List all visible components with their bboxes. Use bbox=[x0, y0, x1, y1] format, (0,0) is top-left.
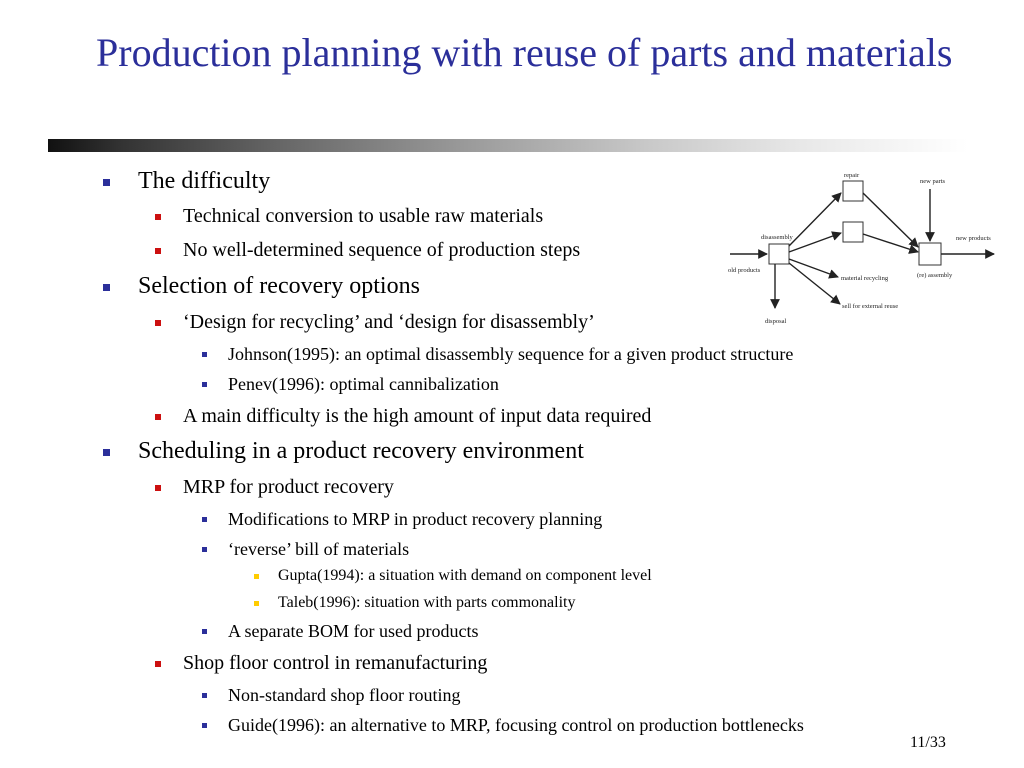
new-products-label: new products bbox=[956, 235, 991, 242]
reassembly-label: (re) assembly bbox=[917, 272, 953, 279]
list-item: Technical conversion to usable raw mater… bbox=[155, 205, 544, 228]
square-bullet-icon bbox=[202, 693, 207, 698]
list-item-text: Johnson(1995): an optimal disassembly se… bbox=[228, 344, 794, 364]
list-item-text: ‘reverse’ bill of materials bbox=[228, 539, 410, 559]
new-parts-label: new parts bbox=[920, 178, 946, 185]
list-item-text: ‘Design for recycling’ and ‘design for d… bbox=[183, 311, 595, 333]
square-bullet-icon bbox=[103, 179, 110, 186]
square-bullet-icon bbox=[202, 352, 207, 357]
square-bullet-icon bbox=[202, 517, 207, 522]
disposal-label: disposal bbox=[765, 318, 787, 325]
recycling-to-assembly-arrow bbox=[862, 233, 919, 254]
old-products-label: old products bbox=[728, 267, 761, 274]
square-bullet-icon bbox=[155, 214, 161, 220]
square-bullet-icon bbox=[155, 661, 161, 667]
square-bullet-icon bbox=[103, 284, 110, 291]
title-divider bbox=[48, 139, 968, 152]
list-item: Guide(1996): an alternative to MRP, focu… bbox=[202, 715, 804, 736]
list-item: Penev(1996): optimal cannibalization bbox=[202, 374, 499, 395]
disassembly-box bbox=[768, 243, 790, 265]
list-item-text: Non-standard shop floor routing bbox=[228, 685, 461, 705]
list-item: ‘reverse’ bill of materials bbox=[202, 539, 410, 560]
list-item-text: The difficulty bbox=[138, 168, 271, 194]
list-item-the-difficulty: The difficulty bbox=[103, 168, 271, 195]
list-item-text: Penev(1996): optimal cannibalization bbox=[228, 374, 499, 394]
list-item-text: Selection of recovery options bbox=[138, 273, 420, 299]
square-bullet-icon bbox=[202, 629, 207, 634]
sell-external-label: sell for external reuse bbox=[842, 303, 898, 310]
list-item-text: Gupta(1994): a situation with demand on … bbox=[278, 567, 652, 584]
list-item: No well-determined sequence of productio… bbox=[155, 239, 581, 262]
repair-label: repair bbox=[844, 172, 860, 179]
list-item-selection-of-recovery-options: Selection of recovery options bbox=[103, 273, 420, 300]
list-item: Gupta(1994): a situation with demand on … bbox=[254, 567, 652, 585]
list-item: Modifications to MRP in product recovery… bbox=[202, 509, 603, 530]
list-item: Shop floor control in remanufacturing bbox=[155, 652, 488, 675]
to-recycled-parts-arrow bbox=[788, 231, 842, 253]
list-item-text: Shop floor control in remanufacturing bbox=[183, 652, 488, 674]
square-bullet-icon bbox=[103, 449, 110, 456]
disassembly-label: disassembly bbox=[761, 234, 794, 241]
list-item-text: Modifications to MRP in product recovery… bbox=[228, 509, 603, 529]
list-item-text: MRP for product recovery bbox=[183, 476, 394, 498]
page-number: 11/33 bbox=[910, 734, 946, 751]
list-item-text: No well-determined sequence of productio… bbox=[183, 239, 581, 261]
list-item: Non-standard shop floor routing bbox=[202, 685, 461, 706]
square-bullet-icon bbox=[202, 547, 207, 552]
material-recycling-label: material recycling bbox=[841, 275, 889, 282]
recovery-options-diagram: repair new parts disassembly new product… bbox=[728, 172, 995, 325]
square-bullet-icon bbox=[202, 723, 207, 728]
list-item-text: Guide(1996): an alternative to MRP, focu… bbox=[228, 715, 804, 735]
list-item: Taleb(1996): situation with parts common… bbox=[254, 594, 576, 612]
list-item-text: Technical conversion to usable raw mater… bbox=[183, 205, 544, 227]
repair-box bbox=[842, 180, 864, 202]
square-bullet-icon bbox=[202, 382, 207, 387]
to-material-recycling-arrow bbox=[788, 258, 839, 279]
to-external-reuse-arrow bbox=[788, 262, 841, 305]
recycling-box bbox=[842, 221, 864, 243]
list-item: A separate BOM for used products bbox=[202, 621, 479, 642]
list-item: Johnson(1995): an optimal disassembly se… bbox=[202, 344, 794, 365]
assembly-box bbox=[918, 242, 942, 266]
square-bullet-icon bbox=[254, 601, 259, 606]
list-item: MRP for product recovery bbox=[155, 476, 394, 499]
list-item: A main difficulty is the high amount of … bbox=[155, 405, 652, 428]
square-bullet-icon bbox=[254, 574, 259, 579]
repair-to-assembly-arrow bbox=[862, 192, 919, 248]
list-item-text: Taleb(1996): situation with parts common… bbox=[278, 594, 576, 611]
square-bullet-icon bbox=[155, 414, 161, 420]
square-bullet-icon bbox=[155, 485, 161, 491]
list-item-scheduling: Scheduling in a product recovery environ… bbox=[103, 438, 584, 465]
square-bullet-icon bbox=[155, 248, 161, 254]
square-bullet-icon bbox=[155, 320, 161, 326]
list-item-text: A main difficulty is the high amount of … bbox=[183, 405, 652, 427]
list-item-text: A separate BOM for used products bbox=[228, 621, 479, 641]
slide-title: Production planning with reuse of parts … bbox=[96, 30, 953, 75]
list-item: ‘Design for recycling’ and ‘design for d… bbox=[155, 311, 595, 334]
list-item-text: Scheduling in a product recovery environ… bbox=[138, 438, 584, 464]
to-repair-arrow bbox=[788, 192, 842, 247]
